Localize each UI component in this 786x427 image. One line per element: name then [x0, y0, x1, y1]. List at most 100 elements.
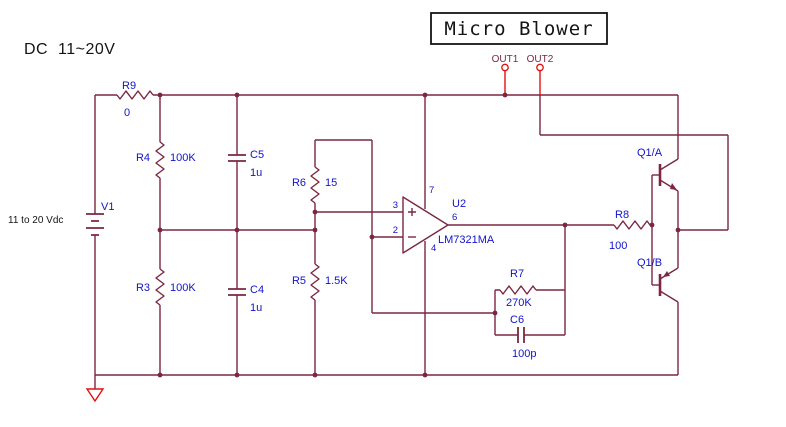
title-box	[430, 12, 608, 45]
port-OUT1: OUT1	[492, 54, 519, 95]
capacitor-C5: C5 1u	[228, 149, 264, 179]
emitter-lead	[659, 179, 679, 230]
label-R7-ref: R7	[510, 268, 524, 280]
label-OUT1: OUT1	[492, 54, 519, 65]
junction-dot	[157, 92, 163, 98]
feedback-box-wires	[494, 225, 566, 335]
opamp-triangle	[402, 196, 449, 254]
label-C5-ref: C5	[250, 149, 264, 161]
resistor-zigzag	[155, 141, 165, 179]
label-V1-value: 11 to 20 Vdc	[8, 215, 63, 226]
junction-dot	[492, 310, 498, 316]
resistor-zigzag	[310, 166, 320, 204]
supply-voltage-label: DC 11~20V	[24, 41, 115, 58]
label-C4-ref: C4	[250, 284, 264, 296]
ground-triangle-icon	[85, 388, 105, 403]
pin-number-3: 3	[393, 200, 398, 211]
label-C5-value: 1u	[250, 167, 262, 179]
junction-dots	[157, 92, 681, 378]
capacitor-C4: C4 1u	[228, 284, 264, 314]
capacitor-plates	[228, 154, 246, 162]
junction-dot	[369, 234, 375, 240]
junction-dot	[234, 92, 240, 98]
battery-V1: V1 11 to 20 Vdc	[8, 201, 114, 236]
label-Q1B-ref: Q1/B	[637, 257, 662, 269]
label-C4-value: 1u	[250, 302, 262, 314]
label-R9-ref: R9	[122, 80, 136, 92]
label-R5-value: 1.5K	[325, 275, 348, 287]
label-Q1A-ref: Q1/A	[637, 147, 663, 159]
label-R8-ref: R8	[615, 209, 629, 221]
junction-dot	[234, 372, 240, 378]
emitter-arrow-icon	[670, 183, 677, 190]
label-R5-ref: R5	[292, 275, 306, 287]
capacitor-C6: C6 100p	[510, 314, 536, 360]
port-OUT2: OUT2	[527, 54, 554, 95]
resistor-R6: R6 15	[292, 166, 337, 204]
page-title: Micro Blower	[444, 18, 593, 40]
label-R6-ref: R6	[292, 177, 306, 189]
label-R4-value: 100K	[170, 152, 196, 164]
junction-dot	[312, 372, 318, 378]
title-block: Micro Blower	[430, 12, 608, 45]
plus-input-mark	[408, 208, 416, 216]
resistor-zigzag	[499, 285, 537, 295]
opamp-U2: U2 LM7321MA 3 2 7 4 6	[393, 185, 495, 254]
collector-lead	[659, 95, 679, 171]
junction-dot	[157, 227, 163, 233]
resistor-R4: R4 100K	[136, 141, 196, 179]
junction-dot	[422, 372, 428, 378]
transistor-Q1B: Q1/B	[637, 230, 679, 375]
junction-dot	[234, 227, 240, 233]
capacitor-plates	[517, 327, 525, 343]
emitter-arrow-icon	[663, 271, 670, 277]
label-U2-part: LM7321MA	[438, 234, 495, 246]
junction-dot	[312, 209, 318, 215]
resistor-R8: R8 100	[609, 209, 651, 252]
label-OUT2: OUT2	[527, 54, 554, 65]
resistor-zigzag	[155, 268, 165, 306]
label-C6-value: 100p	[512, 348, 536, 360]
label-V1-ref: V1	[101, 201, 114, 213]
resistor-zigzag	[116, 90, 154, 100]
pin-number-7: 7	[429, 185, 434, 196]
junction-dot	[312, 227, 318, 233]
label-R4-ref: R4	[136, 152, 150, 164]
label-R8-value: 100	[609, 240, 627, 252]
junction-dot	[502, 92, 508, 98]
transistor-Q1A: Q1/A	[637, 95, 679, 230]
label-R7-value: 270K	[506, 297, 532, 309]
junction-dot	[157, 372, 163, 378]
resistor-zigzag	[613, 220, 651, 230]
label-C6-ref: C6	[510, 314, 524, 326]
feedback-left-wire	[315, 139, 495, 314]
resistor-R3: R3 100K	[136, 268, 196, 306]
label-R6-value: 15	[325, 177, 337, 189]
pin-number-6: 6	[452, 212, 457, 223]
collector-lead	[659, 290, 679, 375]
pin-number-2: 2	[393, 225, 398, 236]
port-pin-icon	[501, 63, 509, 72]
resistor-zigzag	[310, 263, 320, 301]
capacitor-plates	[228, 288, 246, 296]
port-pin-icon	[536, 63, 544, 72]
out2-net-wire	[539, 95, 729, 231]
junction-dot	[675, 227, 681, 233]
ground-symbol	[85, 388, 105, 403]
junction-dot	[422, 92, 428, 98]
feedback-rc-leads	[495, 289, 565, 336]
label-U2-ref: U2	[452, 198, 466, 210]
resistor-R7: R7 270K	[499, 268, 537, 309]
junction-dot	[562, 222, 568, 228]
label-R3-value: 100K	[170, 282, 196, 294]
resistor-R9: R9 0	[116, 80, 154, 119]
label-R3-ref: R3	[136, 282, 150, 294]
battery-long-plates	[86, 213, 104, 229]
emitter-lead	[659, 230, 679, 280]
junction-dot	[649, 222, 655, 228]
pin-number-4: 4	[431, 243, 436, 254]
label-R9-value: 0	[124, 107, 130, 119]
resistor-R5: R5 1.5K	[292, 263, 348, 301]
